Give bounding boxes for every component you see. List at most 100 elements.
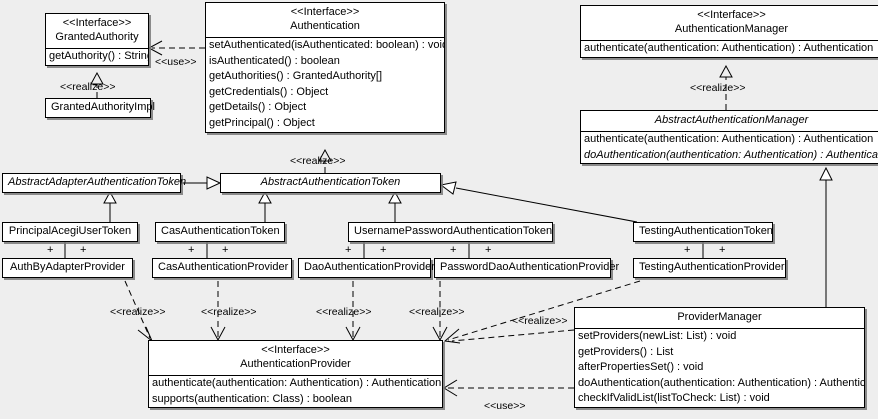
class-members-authentication-provider: authenticate(authentication: Authenticat… (149, 376, 442, 407)
class-header-granted-authority-impl: GrantedAuthorityImpl (46, 99, 155, 117)
member-authenticate: authenticate(authentication: Authenticat… (584, 133, 874, 145)
relationship-label-realize-dao-provider: <<realize>> (316, 306, 372, 318)
class-name-label: UsernamePasswordAuthenticationToken (354, 225, 553, 237)
class-name-label: CasAuthenticationProvider (158, 261, 289, 273)
relationship-label-realize-testing-provider: <<realize>> (512, 315, 568, 327)
association-marker-plus: + (485, 244, 492, 256)
class-name-label: AuthenticationProvider (240, 358, 351, 370)
class-name-label: Authentication (290, 20, 360, 32)
association-marker-plus: + (80, 244, 87, 256)
class-header-testing-authentication-provider: TestingAuthenticationProvider (634, 259, 785, 277)
class-box-granted-authority-impl[interactable]: GrantedAuthorityImpl (45, 98, 155, 118)
class-members-authentication: setAuthenticated(isAuthenticated: boolea… (206, 38, 444, 132)
class-name-label: PrincipalAcegiUserToken (8, 225, 132, 237)
class-name-label: GrantedAuthorityImpl (51, 101, 155, 113)
relationship-label-realize-abstract-authentication-token: <<realize>> (290, 155, 346, 167)
relationship-label-realize-cas-provider: <<realize>> (201, 306, 257, 318)
class-box-authentication-provider[interactable]: <<Interface>> AuthenticationProvider aut… (148, 340, 443, 409)
association-marker-plus: + (719, 244, 726, 256)
association-marker-plus: + (47, 244, 54, 256)
class-name-label: DaoAuthenticationProvider (304, 261, 435, 273)
relationship-label-realize-abstract-authentication-manager: <<realize>> (690, 82, 746, 94)
class-box-abstract-adapter-authentication-token[interactable]: AbstractAdapterAuthenticationToken (2, 173, 187, 193)
class-name-label: PasswordDaoAuthenticationProvider (440, 261, 620, 273)
class-box-auth-by-adapter-provider[interactable]: AuthByAdapterProvider (2, 258, 133, 278)
association-marker-plus: + (450, 244, 457, 256)
class-box-dao-authentication-provider[interactable]: DaoAuthenticationProvider (298, 258, 435, 278)
class-name-label: AbstractAuthenticationToken (260, 176, 401, 188)
relationship-label-realize-granted-authority-impl: <<realize>> (60, 81, 116, 93)
class-name-label: CasAuthenticationToken (161, 225, 280, 237)
class-box-username-password-authentication-token[interactable]: UsernamePasswordAuthenticationToken (348, 222, 553, 242)
class-name-label: AuthenticationManager (674, 23, 789, 35)
class-name-label: AbstractAdapterAuthenticationToken (8, 176, 187, 188)
stereotype-label: <<Interface>> (261, 344, 330, 356)
class-header-cas-authentication-token: CasAuthenticationToken (156, 223, 284, 241)
member-setAuthenticated: setAuthenticated(isAuthenticated: boolea… (209, 39, 444, 51)
member-setProviders: setProviders(newList: List) : void (578, 330, 737, 342)
class-box-granted-authority[interactable]: <<Interface>> GrantedAuthority getAuthor… (45, 13, 149, 66)
member-authenticate: authenticate(authentication: Authenticat… (584, 42, 874, 54)
class-header-principal-acegi-user-token: PrincipalAcegiUserToken (3, 223, 137, 241)
class-header-granted-authority: <<Interface>> GrantedAuthority (46, 14, 148, 49)
member-getDetails: getDetails() : Object (209, 101, 307, 114)
class-box-password-dao-authentication-provider[interactable]: PasswordDaoAuthenticationProvider (434, 258, 620, 278)
member-getCredentials: getCredentials() : Object (209, 85, 329, 98)
stereotype-label: <<Interface>> (62, 17, 132, 29)
member-checkIfValidList: checkIfValidList(listToCheck: List) : vo… (578, 392, 770, 405)
class-name-label: GrantedAuthority (55, 31, 139, 43)
member-afterPropertiesSet: afterPropertiesSet() : void (578, 361, 704, 374)
class-box-testing-authentication-provider[interactable]: TestingAuthenticationProvider (633, 258, 786, 278)
class-header-authentication: <<Interface>> Authentication (206, 3, 444, 38)
relationship-label-realize-password-dao-provider: <<realize>> (409, 306, 465, 318)
association-marker-plus: + (380, 244, 387, 256)
class-header-cas-authentication-provider: CasAuthenticationProvider (153, 259, 291, 277)
class-header-provider-manager: ProviderManager (575, 308, 864, 329)
member-supports: supports(authentication: Class) : boolea… (152, 392, 352, 405)
class-box-cas-authentication-token[interactable]: CasAuthenticationToken (155, 222, 285, 242)
class-box-abstract-authentication-manager[interactable]: AbstractAuthenticationManager authentica… (580, 110, 878, 165)
class-members-provider-manager: setProviders(newList: List) : void getPr… (575, 329, 864, 407)
class-name-label: TestingAuthenticationToken (639, 225, 773, 237)
association-marker-plus: + (188, 244, 195, 256)
class-header-authentication-provider: <<Interface>> AuthenticationProvider (149, 341, 442, 376)
class-box-principal-acegi-user-token[interactable]: PrincipalAcegiUserToken (2, 222, 138, 242)
class-name-label: AuthByAdapterProvider (10, 261, 125, 273)
member-isAuthenticated: isAuthenticated() : boolean (209, 54, 340, 67)
relationship-label-use-granted-authority: <<use>> (155, 56, 197, 68)
class-box-testing-authentication-token[interactable]: TestingAuthenticationToken (633, 222, 773, 242)
class-header-dao-authentication-provider: DaoAuthenticationProvider (299, 259, 435, 277)
class-members-granted-authority: getAuthority() : String (46, 49, 148, 65)
class-header-testing-authentication-token: TestingAuthenticationToken (634, 223, 773, 241)
member-getPrincipal: getPrincipal() : Object (209, 116, 315, 129)
class-box-authentication[interactable]: <<Interface>> Authentication setAuthenti… (205, 2, 445, 133)
class-header-username-password-authentication-token: UsernamePasswordAuthenticationToken (349, 223, 552, 241)
class-members-authentication-manager: authenticate(authentication: Authenticat… (581, 41, 878, 57)
class-header-abstract-authentication-token: AbstractAuthenticationToken (221, 174, 440, 192)
member-doAuthentication: doAuthentication(authentication: Authent… (584, 148, 878, 161)
relationship-label-realize-auth-by-adapter: <<realize>> (110, 306, 166, 318)
association-marker-plus: + (684, 244, 691, 256)
member-doAuthentication: doAuthentication(authentication: Authent… (578, 376, 864, 389)
association-marker-plus: + (222, 244, 229, 256)
class-box-abstract-authentication-token[interactable]: AbstractAuthenticationToken (220, 173, 441, 193)
class-name-label: TestingAuthenticationProvider (639, 261, 785, 273)
stereotype-label: <<Interface>> (697, 9, 766, 21)
association-marker-plus: + (345, 244, 352, 256)
stereotype-label: <<Interface>> (290, 6, 360, 18)
class-header-auth-by-adapter-provider: AuthByAdapterProvider (3, 259, 132, 277)
class-header-abstract-adapter-authentication-token: AbstractAdapterAuthenticationToken (3, 174, 187, 192)
class-header-password-dao-authentication-provider: PasswordDaoAuthenticationProvider (435, 259, 620, 277)
class-box-authentication-manager[interactable]: <<Interface>> AuthenticationManager auth… (580, 5, 878, 58)
class-header-abstract-authentication-manager: AbstractAuthenticationManager (581, 111, 878, 132)
class-name-label: AbstractAuthenticationManager (654, 114, 809, 126)
class-box-provider-manager[interactable]: ProviderManager setProviders(newList: Li… (574, 307, 865, 408)
member-authenticate: authenticate(authentication: Authenticat… (152, 377, 442, 389)
member-getAuthorities: getAuthorities() : GrantedAuthority[] (209, 70, 383, 83)
class-box-cas-authentication-provider[interactable]: CasAuthenticationProvider (152, 258, 292, 278)
relationship-label-use-provider-manager: <<use>> (484, 400, 526, 412)
member-getAuthority: getAuthority() : String (49, 50, 148, 62)
class-header-authentication-manager: <<Interface>> AuthenticationManager (581, 6, 878, 41)
class-name-label: ProviderManager (677, 311, 762, 323)
